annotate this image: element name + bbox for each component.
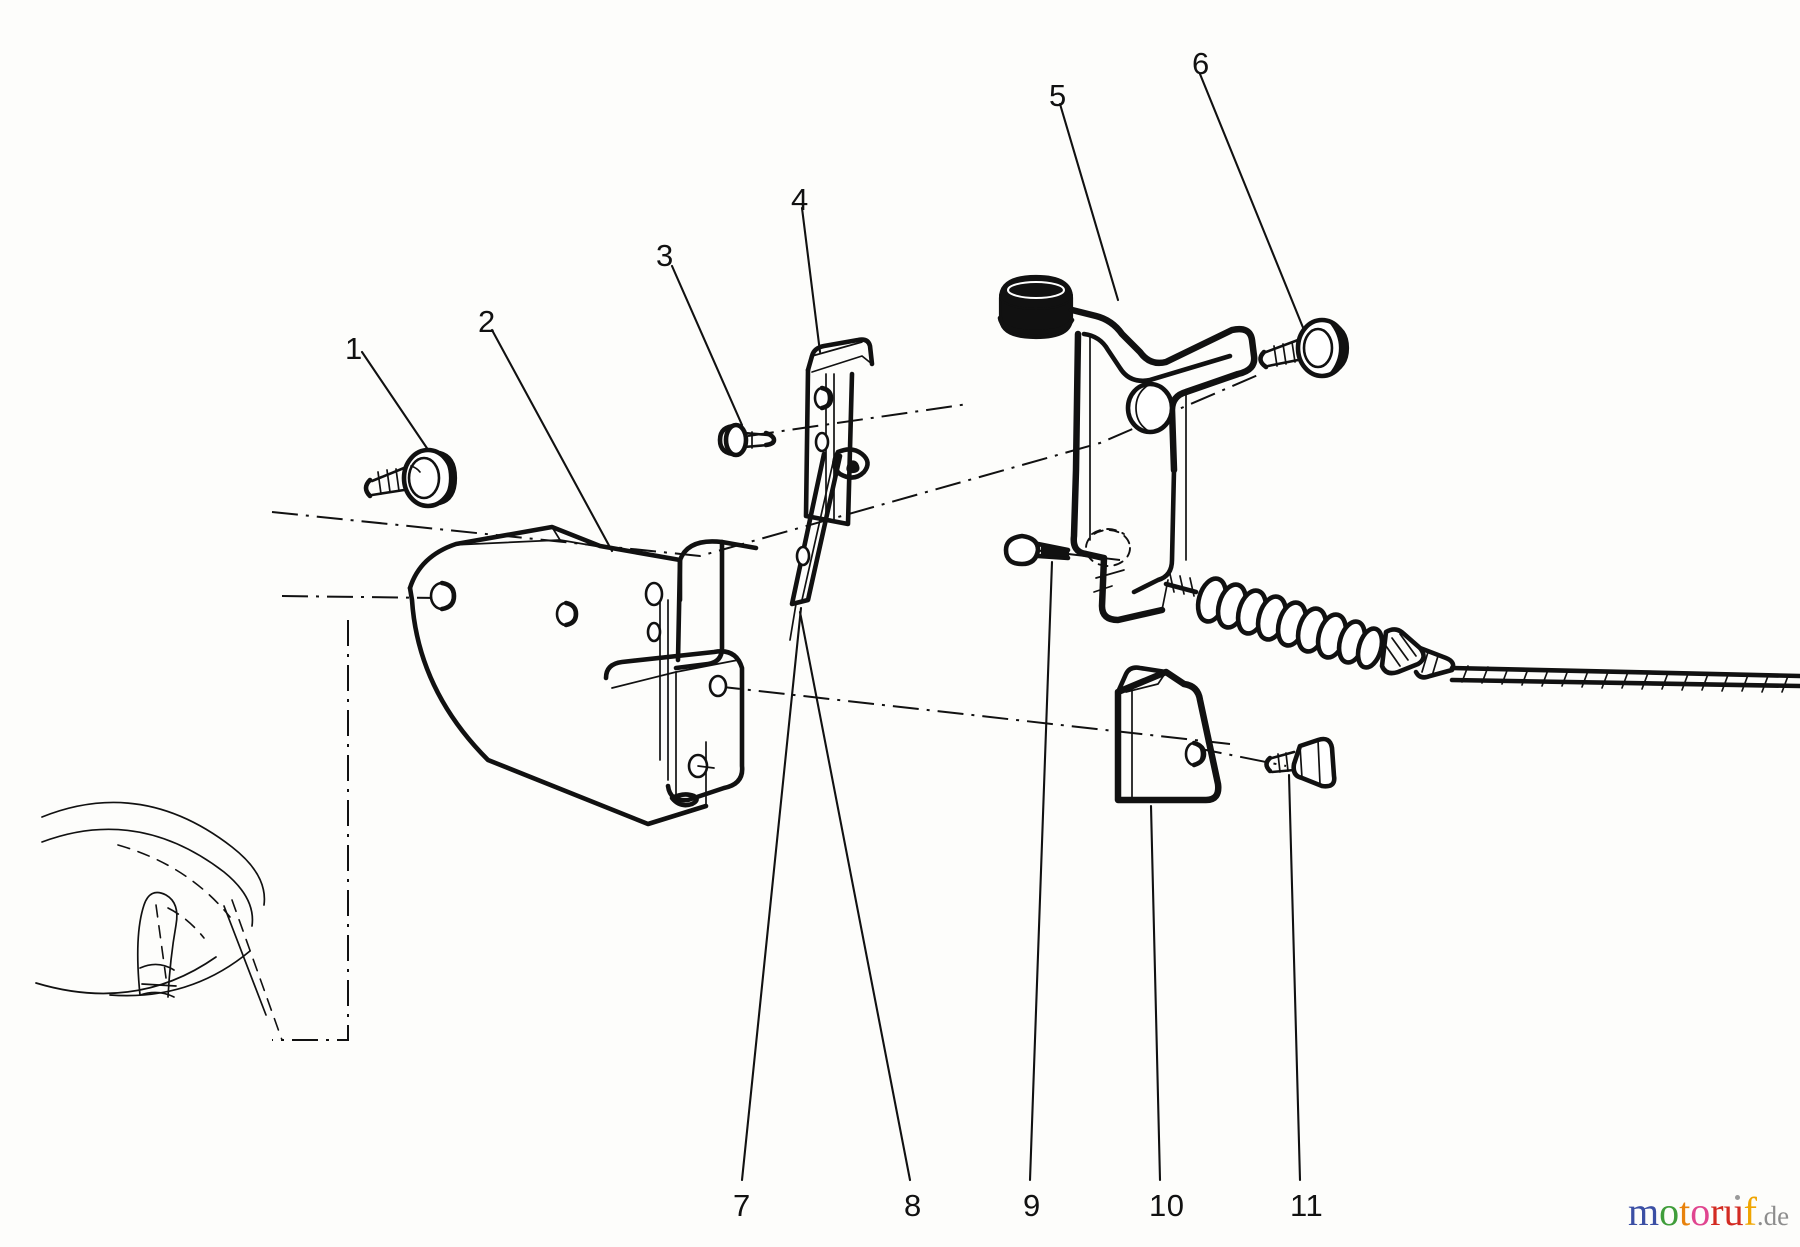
- callout-number-4[interactable]: 4: [791, 182, 809, 217]
- callout-number-10[interactable]: 10: [1149, 1188, 1185, 1223]
- part-11-hex-head-bolt: [1264, 736, 1337, 789]
- watermark-suffix: .de: [1756, 1201, 1790, 1231]
- part-9-pivot-pin: [1003, 533, 1071, 567]
- watermark-letter-m: m: [1628, 1189, 1660, 1234]
- part-10-cable-anchor-bracket: [1114, 665, 1222, 804]
- watermark-letter-o2: o: [1690, 1189, 1711, 1234]
- callout-number-5[interactable]: 5: [1049, 78, 1067, 113]
- cable-end-fitting: [1379, 627, 1456, 680]
- part-6-shoulder-bolt: [1258, 317, 1350, 379]
- watermark-letter-o1: o: [1659, 1189, 1680, 1234]
- part-2-mounting-bracket-plate: [407, 524, 759, 827]
- callout-number-11[interactable]: 11: [1290, 1188, 1324, 1223]
- mower-deck-fragment: [35, 801, 283, 1041]
- control-cable: [1449, 665, 1800, 693]
- callout-number-6[interactable]: 6: [1192, 46, 1210, 81]
- callout-number-7[interactable]: 7: [733, 1188, 751, 1223]
- part-5-brake-lever-arm: [997, 274, 1258, 624]
- spring-and-cable-assembly: [1163, 573, 1800, 693]
- callout-number-2[interactable]: 2: [478, 304, 496, 339]
- watermark-letter-r: r: [1710, 1189, 1724, 1234]
- part-3-shoulder-rivet-pin: [717, 422, 777, 458]
- callout-number-1[interactable]: 1: [345, 331, 363, 366]
- watermark-letter-f: f: [1743, 1189, 1757, 1234]
- watermark-letter-t: t: [1679, 1189, 1691, 1234]
- motoruf-watermark: motoruf.de: [1628, 1192, 1789, 1232]
- callout-number-9[interactable]: 9: [1023, 1188, 1041, 1223]
- lever-bushing: [997, 274, 1075, 340]
- part-1-hex-washer-head-screw: [363, 447, 458, 509]
- part-7-link-rod: [789, 451, 843, 607]
- leader-lines: [360, 72, 1306, 1182]
- watermark-dot-accent: [1735, 1195, 1740, 1200]
- watermark-letter-u: u: [1723, 1189, 1744, 1234]
- callout-number-3[interactable]: 3: [656, 238, 674, 273]
- part-8-rod-end-clip: [789, 603, 797, 641]
- callout-number-8[interactable]: 8: [904, 1188, 922, 1223]
- extension-spring: [1195, 576, 1385, 670]
